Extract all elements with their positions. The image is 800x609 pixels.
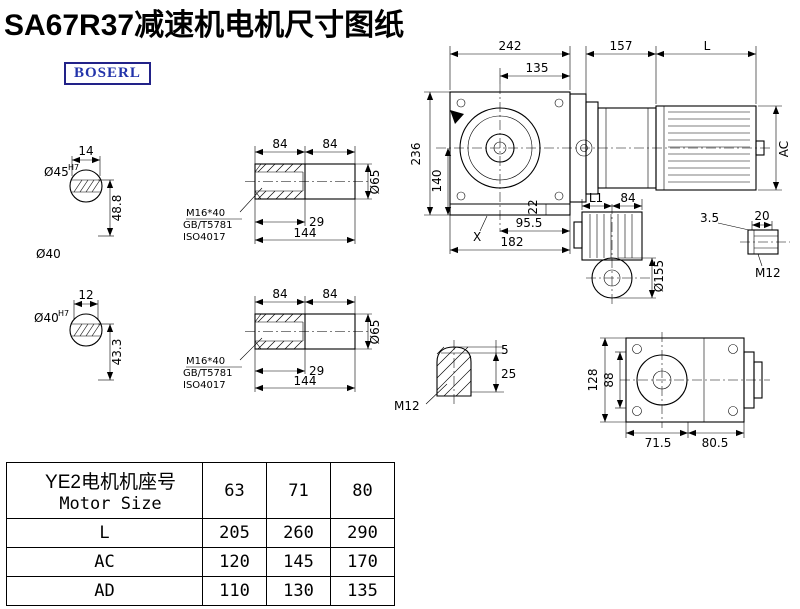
dim-boss-dia: Ø155 xyxy=(652,260,666,292)
dim-flange-to-face: 135 xyxy=(526,61,549,75)
label-thread-spec-1: M16*40 xyxy=(186,208,225,219)
value-AC-71: 145 xyxy=(266,547,331,577)
dim-side-width: 84 xyxy=(620,191,635,205)
dim-rear-height: 128 xyxy=(586,369,600,392)
brand-logo: BOSERL xyxy=(64,62,151,85)
row-label-AC: AC xyxy=(6,547,203,577)
value-AD-63: 110 xyxy=(202,576,267,606)
header-label-en: Motor Size xyxy=(59,494,162,514)
dim-keyway-depth-2: 43.3 xyxy=(110,339,124,366)
dim-tap-len: 20 xyxy=(754,209,769,223)
value-L-71: 260 xyxy=(266,518,331,548)
label-std-gb-2: GB/T5781 xyxy=(183,368,233,379)
dim-total-length-2: 144 xyxy=(294,374,317,388)
label-bore-dia-2: Ø40 xyxy=(34,311,59,325)
key-detail: 5 25 M12 xyxy=(394,340,516,413)
dim-seg2-1: 84 xyxy=(322,137,337,151)
dim-motor-len: L xyxy=(704,39,711,53)
label-std-iso-2: ISO4017 xyxy=(183,380,226,391)
page-title: SA67R37减速机电机尺寸图纸 xyxy=(4,9,405,42)
label-thread-side: M12 xyxy=(755,266,781,280)
header-label-cn: YE2电机机座号 xyxy=(45,472,176,493)
header-size-80: 80 xyxy=(330,462,395,519)
dim-key-depth: 25 xyxy=(501,367,516,381)
dim-half-width: 95.5 xyxy=(516,216,543,230)
header-size-63: 63 xyxy=(202,462,267,519)
label-thread-key: M12 xyxy=(394,399,420,413)
main-view: 242 135 157 L 236 140 22 95.5 xyxy=(409,39,791,254)
dim-axis-height: 140 xyxy=(430,170,444,193)
dim-rear-inner-height: 88 xyxy=(602,372,616,387)
value-AD-71: 130 xyxy=(266,576,331,606)
dim-seg2-2: 84 xyxy=(322,287,337,301)
dim-keyway-depth-1: 48.8 xyxy=(110,195,124,222)
side-view: L1 84 Ø155 20 3.5 M12 xyxy=(573,191,790,306)
dim-seg1-1: 84 xyxy=(272,137,287,151)
value-AC-80: 170 xyxy=(330,547,395,577)
value-L-80: 290 xyxy=(330,518,395,548)
table-header-row: YE2电机机座号 Motor Size 63 71 80 xyxy=(6,462,395,519)
dim-overall-width: 242 xyxy=(499,39,522,53)
dim-thread-depth-1: 29 xyxy=(309,215,324,229)
shaft-end-view-2: 12 Ø40 H7 43.3 xyxy=(34,288,124,381)
label-bore-dia-1: Ø45 xyxy=(44,165,69,179)
dim-foot-left: 71.5 xyxy=(645,436,672,450)
header-size-71: 71 xyxy=(266,462,331,519)
dim-base-width: 182 xyxy=(501,235,524,249)
dim-key-height: 5 xyxy=(501,343,509,357)
motor-size-table: YE2电机机座号 Motor Size 63 71 80 L 205 260 2… xyxy=(6,462,395,606)
label-bore-tol-1: H7 xyxy=(68,163,79,172)
dim-l1: L1 xyxy=(589,191,603,205)
dim-foot-height: 22 xyxy=(526,199,540,214)
dim-keyway-width-2: 12 xyxy=(78,288,93,302)
shaft-side-view-2: 84 84 Ø65 M16*40 GB/T5781 ISO4017 29 144 xyxy=(183,287,382,392)
table-row-L: L 205 260 290 xyxy=(6,518,395,548)
table-row-AC: AC 120 145 170 xyxy=(6,547,395,577)
dim-foot-right: 80.5 xyxy=(702,436,729,450)
row-label-L: L xyxy=(6,518,203,548)
shaft-end-view-1: 14 Ø45 H7 48.8 Ø40 xyxy=(36,144,124,261)
table-header-motor-size: YE2电机机座号 Motor Size xyxy=(6,462,203,519)
view-direction-arrow xyxy=(450,110,464,124)
label-std-iso-1: ISO4017 xyxy=(183,232,226,243)
dim-gap: 3.5 xyxy=(700,211,719,225)
label-outer-dia: Ø40 xyxy=(36,247,61,261)
dim-motor-dia: AC xyxy=(777,141,791,157)
dim-motor-front-len: 157 xyxy=(610,39,633,53)
dim-shaft-dia-1: Ø65 xyxy=(368,170,382,195)
dim-shaft-dia-2: Ø65 xyxy=(368,320,382,345)
label-bore-tol-2: H7 xyxy=(58,309,69,318)
value-L-63: 205 xyxy=(202,518,267,548)
row-label-AD: AD xyxy=(6,576,203,606)
label-thread-spec-2: M16*40 xyxy=(186,356,225,367)
dim-housing-height: 236 xyxy=(409,143,423,166)
value-AD-80: 135 xyxy=(330,576,395,606)
value-AC-63: 120 xyxy=(202,547,267,577)
rear-view: 128 88 71.5 80.5 xyxy=(586,332,770,450)
shaft-side-view-1: 84 84 Ø65 M16*40 GB/T5781 ISO4017 29 144 xyxy=(183,137,382,244)
dim-keyway-width-1: 14 xyxy=(78,144,93,158)
dim-seg1-2: 84 xyxy=(272,287,287,301)
dim-thread-depth-2: 29 xyxy=(309,364,324,378)
label-x-mark: X xyxy=(473,230,481,244)
dim-total-length-1: 144 xyxy=(294,226,317,240)
label-std-gb-1: GB/T5781 xyxy=(183,220,233,231)
table-row-AD: AD 110 130 135 xyxy=(6,576,395,606)
